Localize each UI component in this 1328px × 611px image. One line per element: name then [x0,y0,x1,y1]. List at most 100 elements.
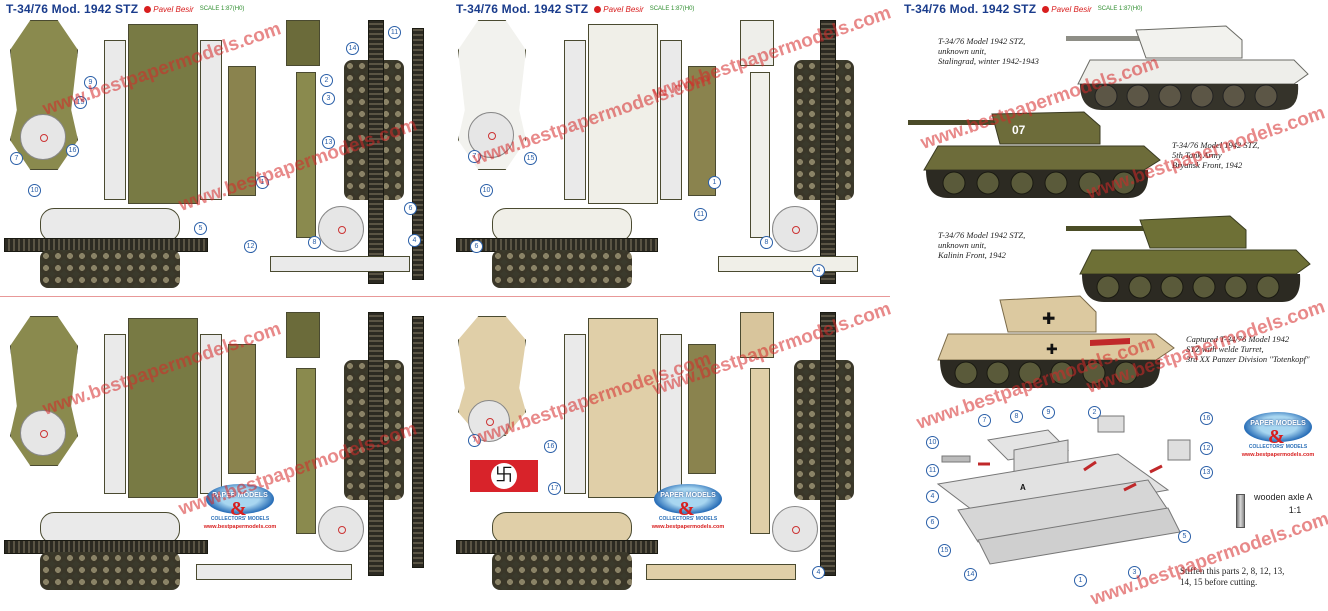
part-number: 8 [308,236,321,249]
wheel-disk [318,206,364,252]
gun-barrel [1066,36,1162,41]
lower-hull-tan [492,512,632,544]
part-number: 12 [1200,442,1213,455]
logo-url: www.bestpapermodels.com [203,524,277,530]
part-number: 10 [28,184,41,197]
part-number: 1 [1074,574,1087,587]
part-number: 1 [708,176,721,189]
hull-side-left [104,40,126,200]
sheet-schemes: T-34/76 Mod. 1942 STZ Pavel Besir SCALE … [898,0,1328,610]
part-number: 5 [194,222,207,235]
axle-scale: 1:1 [1288,505,1302,515]
author-name: Pavel Besir [603,4,644,14]
track-strip-white [820,20,836,284]
author: Pavel Besir [144,4,194,14]
box-part [1167,439,1191,461]
logo-sub: COLLECTORS' MODELS [1248,444,1308,450]
logo-amp: & [1268,426,1285,448]
gun-barrel [908,120,1008,125]
part-number: 11 [926,464,939,477]
variant-caption-kalinin: T-34/76 Model 1942 STZ, unknown unit, Ka… [938,230,1026,260]
arrow [1149,464,1163,474]
strip-part-tan [750,368,770,534]
track-strip [368,20,384,284]
author-logo-icon [594,5,602,13]
balkenkreuz-icon: ✚ [1042,309,1055,328]
sheet-header: T-34/76 Mod. 1942 STZ Pavel Besir SCALE … [6,1,244,17]
strip-part [296,72,316,238]
brand-logo: PAPER MODELS & COLLECTORS' MODELS www.be… [200,484,280,534]
turret [1139,215,1247,249]
hull [1079,249,1311,275]
variant-caption-winter: T-34/76 Model 1942 STZ, unknown unit, St… [938,36,1039,66]
strip-part-2 [296,368,316,534]
lower-wheels-2 [40,552,180,590]
cupola-part [1097,415,1125,433]
part-number: 8 [760,236,773,249]
part-number: 14 [346,42,359,55]
logo-brand: PAPER MODELS [212,492,268,499]
gun-barrel [1066,226,1164,231]
scale-label: SCALE 1:87(H0) [199,6,245,12]
flag-emblem-icon: 卐 [495,465,513,486]
part-number: 16 [1200,412,1213,425]
track-strip-tan [820,312,836,576]
part-number: 15 [524,152,537,165]
logo-amp: & [230,498,247,520]
hull-side-tan-left [564,334,586,494]
logo-brand: PAPER MODELS [1250,420,1306,427]
part-number: 3 [1128,566,1141,579]
part-number: 5 [1178,530,1191,543]
track-strip-4 [412,316,424,568]
part-number: 15 [74,96,87,109]
hull-side-tan-right [660,334,682,494]
hull-side-white-left [564,40,586,200]
sheet-green: T-34/76 Mod. 1942 STZ Pavel Besir SCALE … [0,0,440,600]
part-number: 4 [812,566,825,579]
wooden-axle-icon [1236,494,1245,528]
part-number: 4 [408,234,421,247]
part-number: 4 [926,490,939,503]
turret [999,295,1097,333]
part-number: 6 [926,516,939,529]
part-number: 6 [470,240,483,253]
turret-number: 07 [1012,123,1026,137]
sheet-title: T-34/76 Mod. 1942 STZ [904,2,1037,16]
lower-hull [40,208,180,242]
tank-profile-green-07: 07 [908,111,1161,198]
author-name: Pavel Besir [1051,4,1092,14]
sheet-header: T-34/76 Mod. 1942 STZ Pavel Besir SCALE … [456,1,694,17]
scale-label: SCALE 1:87(H0) [1097,6,1143,12]
wheel-disk-white [772,206,818,252]
turret-roof-disk-2 [20,410,66,456]
hull-side-right [200,40,222,200]
part-number: 6 [404,202,417,215]
author-logo-icon [1042,5,1050,13]
turret [1135,25,1243,59]
tank-profile-kalinin [1066,215,1311,302]
part-number: 10 [480,184,493,197]
hull-top-tan [588,318,658,498]
scale-label: SCALE 1:87(H0) [649,6,695,12]
hull-top [128,24,198,204]
hull-cross-icon: ✚ [1046,342,1058,358]
part-number: 2 [1088,406,1101,419]
part-number: 2 [320,74,333,87]
fender-strip-2 [196,564,352,580]
logo-amp: & [678,498,695,520]
tank-profile-winter [1066,25,1309,110]
axle-label: wooden axle A [1254,492,1313,502]
cupola-box [286,20,320,66]
author-name: Pavel Besir [153,4,194,14]
part-number: 1 [256,176,269,189]
turret [991,111,1101,145]
turret-roof-disk-white [468,112,514,158]
part-number: 14 [964,568,977,581]
hull-rear-white [688,66,716,196]
lower-hull-white [492,208,632,242]
cupola-box-white [740,20,774,66]
hull-rear-tan [688,344,716,474]
lower-wheels-white [492,250,632,288]
part-number: 7 [468,434,481,447]
logo-emblem [1244,412,1312,442]
